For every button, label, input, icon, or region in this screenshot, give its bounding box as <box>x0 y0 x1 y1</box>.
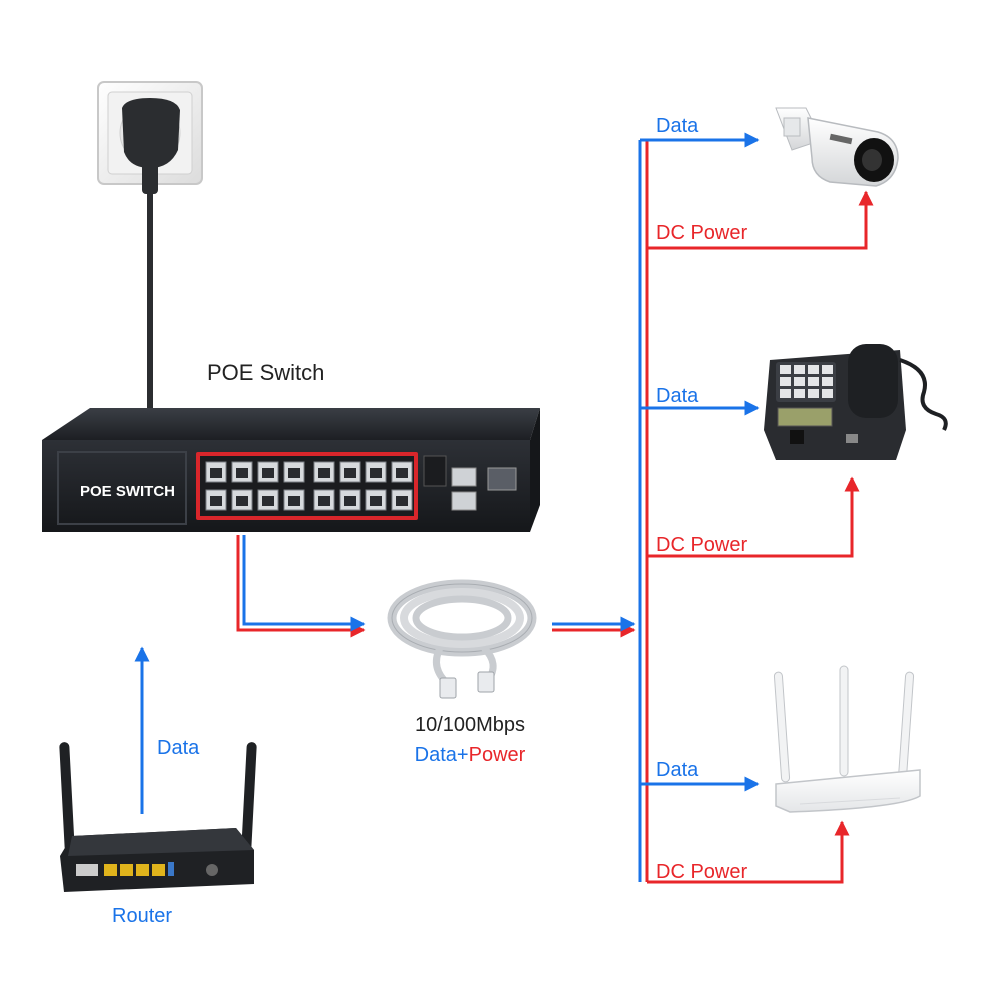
rj45-port-socket <box>210 468 222 478</box>
rj45-port-socket <box>370 496 382 506</box>
phone-key <box>780 377 791 386</box>
ap-data-label: Data <box>656 759 699 781</box>
router-data-label: Data <box>157 737 200 759</box>
rj45-port-socket <box>396 468 408 478</box>
rj45-port-socket <box>262 496 274 506</box>
cable-data-text: Data <box>415 744 458 766</box>
phone-power-label: DC Power <box>656 534 747 556</box>
poe-switch-icon <box>42 408 540 532</box>
wireless-ap-icon <box>774 666 920 812</box>
camera-data-label: Data <box>656 115 699 137</box>
rj45-port-socket <box>262 468 274 478</box>
ap-power-label: DC Power <box>656 861 747 883</box>
phone-key <box>822 377 833 386</box>
cable-power-text: Power <box>469 744 526 766</box>
phone-key <box>822 365 833 374</box>
switch-power-line <box>238 535 364 630</box>
cable-plus-text: + <box>457 744 469 766</box>
rj45-port-socket <box>344 496 356 506</box>
cable-dataplus-label: Data+Power <box>415 744 526 766</box>
router-label: Router <box>112 905 172 927</box>
rj45-port-socket <box>344 468 356 478</box>
rj45-port-socket <box>210 496 222 506</box>
rj45-port-socket <box>288 496 300 506</box>
switch-data-line <box>244 535 364 624</box>
ethernet-cable-icon <box>392 584 532 698</box>
power-socket-icon <box>98 82 202 194</box>
router-icon <box>59 742 257 892</box>
phone-data-label: Data <box>656 385 699 407</box>
rj45-port-socket <box>318 496 330 506</box>
rj45-port-socket <box>236 496 248 506</box>
ip-phone-icon <box>764 344 946 460</box>
phone-key <box>794 389 805 398</box>
ip-camera-icon <box>776 108 898 186</box>
phone-key <box>780 365 791 374</box>
poe-switch-title: POE Switch <box>207 360 324 385</box>
phone-key <box>794 377 805 386</box>
camera-power-label: DC Power <box>656 222 747 244</box>
rj45-port-socket <box>236 468 248 478</box>
switch-front-label: POE SWITCH <box>80 483 175 500</box>
phone-key <box>794 365 805 374</box>
rj45-port-socket <box>288 468 300 478</box>
phone-key <box>822 389 833 398</box>
phone-key <box>808 365 819 374</box>
phone-key <box>808 377 819 386</box>
cable-speed-label: 10/100Mbps <box>415 714 525 736</box>
rj45-port-socket <box>396 496 408 506</box>
phone-key <box>808 389 819 398</box>
phone-key <box>780 389 791 398</box>
rj45-port-socket <box>318 468 330 478</box>
rj45-port-socket <box>370 468 382 478</box>
